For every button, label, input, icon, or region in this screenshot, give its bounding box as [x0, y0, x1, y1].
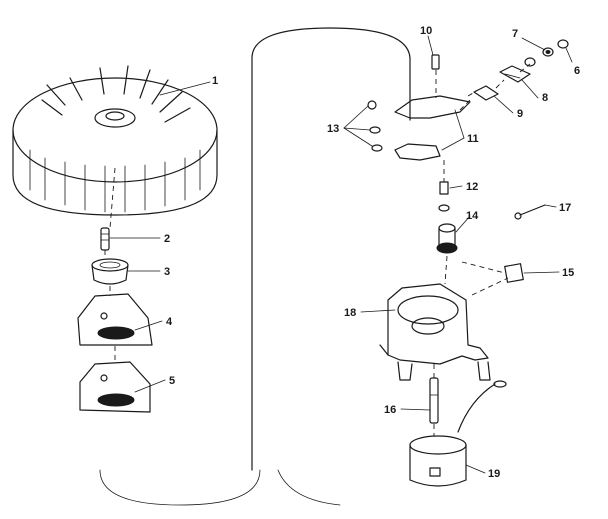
wire-lead	[514, 204, 546, 220]
callout-18: 18	[344, 307, 356, 319]
small-pin	[431, 54, 440, 70]
callout-16: 16	[384, 404, 396, 416]
gasket-plate-lower	[79, 361, 151, 413]
callout-6: 6	[574, 65, 580, 77]
callout-10: 10	[420, 25, 432, 37]
callout-7: 7	[512, 28, 518, 40]
callout-3: 3	[164, 266, 170, 278]
screws-and-washers	[367, 100, 383, 152]
callout-4: 4	[166, 316, 173, 328]
callout-13: 13	[327, 123, 339, 135]
callout-labels: 1 2 3 4 5 6 7 8 9 10 11 12 13 14 15 16 1…	[164, 25, 580, 480]
callout-19: 19	[488, 468, 500, 480]
drive-shaft	[429, 377, 439, 424]
capacitor	[436, 223, 458, 254]
callout-17: 17	[559, 202, 571, 214]
callout-11: 11	[467, 133, 479, 145]
callout-1: 1	[212, 75, 218, 87]
callout-12: 12	[466, 181, 478, 193]
assembly-guide-lines	[104, 63, 531, 436]
tank-housing-outline	[99, 27, 411, 506]
callout-15: 15	[562, 267, 574, 279]
callout-leaders	[109, 35, 573, 474]
switch-arms	[394, 95, 471, 161]
callout-5: 5	[169, 375, 175, 387]
motor-mount	[379, 283, 491, 381]
callout-14: 14	[466, 210, 479, 222]
washers-and-nut	[524, 39, 569, 67]
screw-and-washer	[438, 181, 450, 212]
callout-9: 9	[517, 108, 523, 120]
bushing	[91, 258, 129, 285]
clip	[473, 85, 499, 101]
gasket-plate-upper	[77, 293, 153, 346]
bracket	[499, 65, 531, 83]
callout-2: 2	[164, 233, 170, 245]
callout-8: 8	[542, 92, 548, 104]
fan-rotor	[12, 65, 218, 216]
square-pad	[504, 263, 524, 283]
shaft-pin	[100, 227, 110, 251]
motor-can	[409, 380, 507, 487]
